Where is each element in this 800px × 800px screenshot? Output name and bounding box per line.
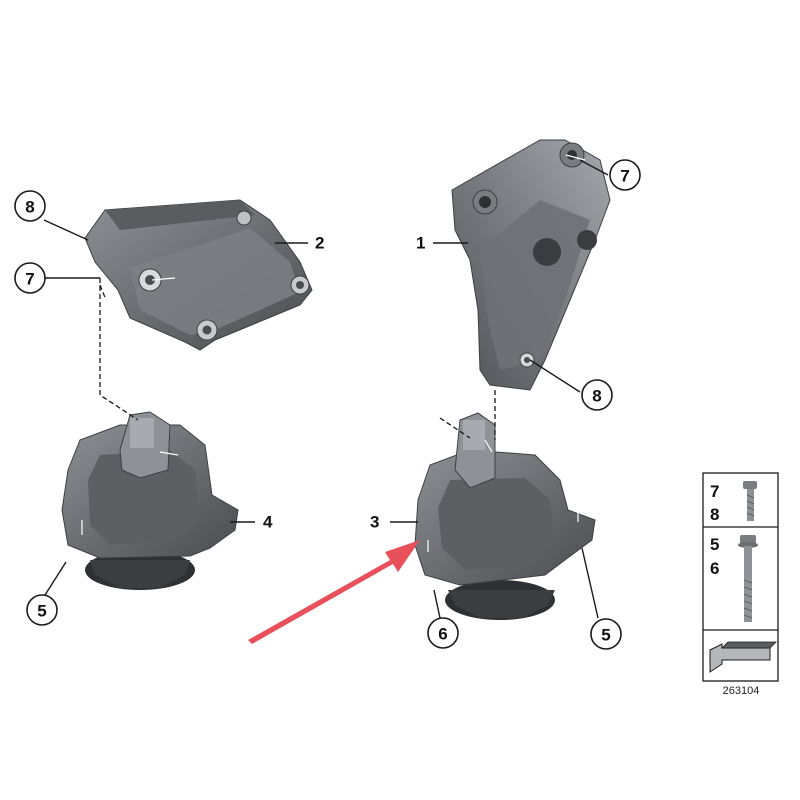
diagram-reference-number: 263104 (723, 685, 760, 697)
svg-text:8: 8 (592, 387, 601, 406)
label-3: 3 (370, 513, 379, 532)
engine-bracket-left (84, 199, 313, 351)
engine-bracket-right (451, 139, 611, 391)
legend-num-7: 7 (710, 482, 719, 501)
long-bolt-icon (738, 535, 758, 622)
callout-6: 6 (427, 617, 459, 649)
label-1: 1 (416, 234, 425, 253)
svg-text:7: 7 (620, 167, 629, 186)
label-2: 2 (315, 234, 324, 253)
hardware-legend: 7 8 5 6 (702, 472, 779, 682)
callout-5-left: 5 (26, 594, 58, 626)
svg-text:7: 7 (25, 270, 34, 289)
callout-7-left: 7 (14, 262, 46, 294)
legend-num-6: 6 (710, 559, 719, 578)
legend-num-5: 5 (710, 535, 719, 554)
highlight-arrow (248, 540, 420, 644)
callout-5-right: 5 (590, 618, 622, 650)
callout-7-right: 7 (609, 159, 641, 191)
label-4: 4 (263, 513, 273, 532)
callout-8-left: 8 (14, 190, 46, 222)
short-bolt-icon (743, 481, 757, 521)
legend-num-8: 8 (710, 505, 719, 524)
svg-text:8: 8 (25, 198, 34, 217)
svg-text:6: 6 (438, 625, 447, 644)
leader-lines (43, 159, 609, 619)
engine-mount-right (414, 412, 596, 620)
engine-mount-left (61, 411, 239, 590)
svg-text:5: 5 (37, 602, 46, 621)
callout-8-right: 8 (581, 379, 613, 411)
direction-arrow-icon (709, 641, 777, 673)
svg-text:5: 5 (601, 626, 610, 645)
